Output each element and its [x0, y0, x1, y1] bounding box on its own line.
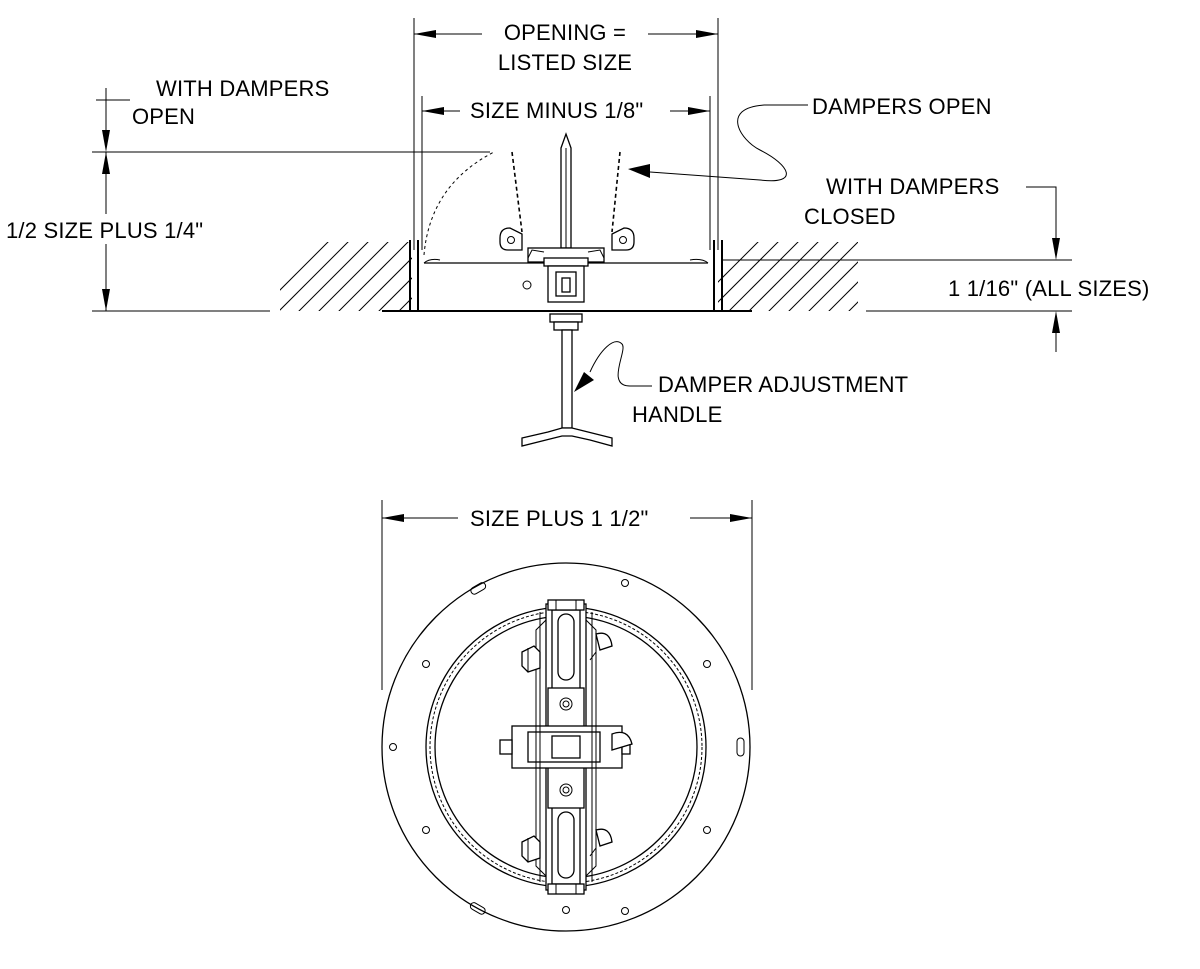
center-spindle [522, 132, 605, 303]
dampers-open-leader [628, 104, 808, 182]
dampers-open-label: DAMPERS OPEN [812, 94, 992, 119]
handle-leader [574, 341, 652, 392]
size-minus-dimension [422, 107, 710, 115]
mounting-holes [389, 579, 745, 915]
blade-clips [521, 632, 633, 863]
outer-flange-circle [381, 562, 751, 932]
with-dampers-open-label-line2: OPEN [132, 104, 196, 129]
hinge-right [611, 227, 635, 251]
all-sizes-dimension [722, 186, 1072, 352]
wall-right [718, 242, 858, 311]
hinge-left [499, 227, 523, 251]
damper-adjustment-handle [521, 313, 613, 447]
with-dampers-closed-label-line2: CLOSED [804, 204, 896, 229]
half-size-dimension [92, 88, 490, 312]
size-plus-label: SIZE PLUS 1 1/2" [470, 506, 649, 531]
damper-open-left [511, 151, 523, 233]
opening-label-line2: LISTED SIZE [497, 50, 633, 75]
half-size-label: 1/2 SIZE PLUS 1/4" [6, 218, 204, 243]
plan-view [381, 500, 753, 932]
with-dampers-open-label-line1: WITH DAMPERS [156, 76, 330, 101]
size-minus-label: SIZE MINUS 1/8" [470, 98, 644, 123]
wall-left [280, 242, 412, 311]
handle-label-line1: DAMPER ADJUSTMENT [658, 372, 909, 397]
damper-open-right [611, 151, 621, 233]
side-view [92, 18, 1072, 447]
handle-label-line2: HANDLE [632, 402, 723, 427]
opening-dimension [414, 30, 718, 38]
opening-label-line1: OPENING = [503, 20, 627, 45]
damper-swing-arc [423, 151, 495, 256]
size-plus-dimension [382, 514, 752, 522]
all-sizes-label: 1 1/16" (ALL SIZES) [948, 276, 1150, 301]
with-dampers-closed-label-line1: WITH DAMPERS [826, 174, 1000, 199]
